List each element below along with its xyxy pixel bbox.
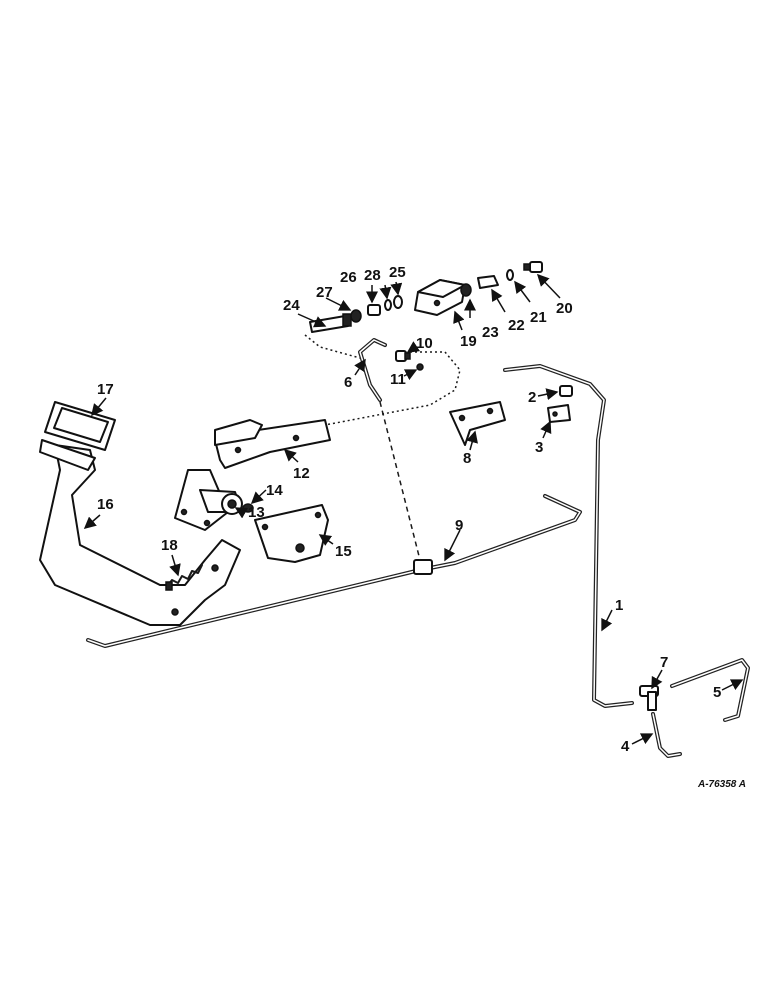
tee-7 bbox=[639, 685, 659, 711]
tube-6 bbox=[358, 338, 387, 402]
callout-7: 7 bbox=[660, 654, 668, 671]
callout-23: 23 bbox=[482, 324, 499, 341]
valve-block-19 bbox=[414, 279, 466, 316]
fitting-26 bbox=[367, 304, 381, 316]
drawing-number: A-76358 A bbox=[697, 779, 746, 790]
callout-5: 5 bbox=[713, 684, 721, 701]
pedal-16 bbox=[39, 439, 241, 626]
callout-1: 1 bbox=[615, 597, 623, 614]
callout-3: 3 bbox=[535, 439, 543, 456]
tee-fitting bbox=[413, 559, 433, 575]
pedal-pad-17 bbox=[44, 401, 116, 451]
fitting-10 bbox=[395, 350, 411, 362]
callout-2: 2 bbox=[528, 389, 536, 406]
ball-11 bbox=[416, 363, 424, 371]
clip-3 bbox=[547, 404, 571, 423]
lever-12 bbox=[214, 419, 331, 469]
callout-20: 20 bbox=[556, 300, 573, 317]
callout-15: 15 bbox=[335, 543, 352, 560]
bracket-8 bbox=[449, 401, 506, 446]
piston-24 bbox=[309, 313, 352, 333]
fitting-2 bbox=[559, 385, 573, 397]
callout-21: 21 bbox=[530, 309, 547, 326]
callout-22: 22 bbox=[508, 317, 525, 334]
spring-23 bbox=[460, 283, 472, 297]
leaders bbox=[83, 273, 744, 745]
callout-27: 27 bbox=[316, 284, 333, 301]
tube-9 bbox=[86, 494, 582, 648]
bracket-13 bbox=[174, 469, 243, 531]
callout-14: 14 bbox=[266, 482, 283, 499]
callout-26: 26 bbox=[340, 269, 357, 286]
tube-5 bbox=[670, 658, 750, 722]
callout-6: 6 bbox=[344, 374, 352, 391]
ring-28 bbox=[384, 299, 392, 311]
callout-13: 13 bbox=[248, 504, 265, 521]
tube-4 bbox=[651, 712, 682, 758]
cap-22 bbox=[477, 275, 499, 289]
callout-19: 19 bbox=[460, 333, 477, 350]
fitting-20 bbox=[523, 261, 543, 273]
spring-18 bbox=[165, 564, 203, 591]
washer-27 bbox=[350, 309, 362, 323]
callout-10: 10 bbox=[416, 335, 433, 352]
callout-9: 9 bbox=[455, 517, 463, 534]
callout-16: 16 bbox=[97, 496, 114, 513]
callout-24: 24 bbox=[283, 297, 300, 314]
callout-11: 11 bbox=[390, 371, 406, 388]
tube-1 bbox=[503, 364, 634, 708]
dashed-guide-line bbox=[379, 401, 421, 561]
callout-18: 18 bbox=[161, 537, 178, 554]
plate-15 bbox=[254, 504, 329, 563]
callout-8: 8 bbox=[463, 450, 471, 467]
ring-21 bbox=[506, 269, 514, 281]
callout-25: 25 bbox=[389, 264, 406, 281]
callout-17: 17 bbox=[97, 381, 114, 398]
callout-28: 28 bbox=[364, 267, 381, 284]
callout-4: 4 bbox=[621, 738, 630, 755]
callout-12: 12 bbox=[293, 465, 310, 482]
seal-25 bbox=[393, 295, 403, 309]
dotted-guide-line bbox=[304, 334, 461, 426]
